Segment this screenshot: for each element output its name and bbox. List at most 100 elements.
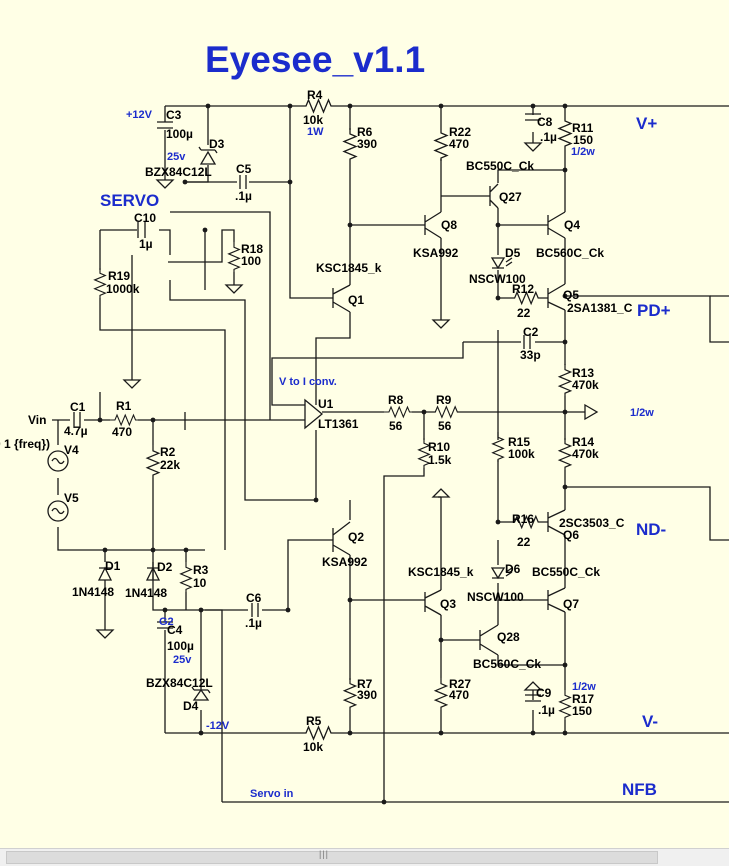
- value-r17: 150: [572, 704, 592, 718]
- value-d1: 1N4148: [72, 585, 114, 599]
- capacitor-c8[interactable]: [525, 113, 541, 121]
- resistor-r22[interactable]: [434, 126, 448, 162]
- resistor-r9[interactable]: [429, 406, 461, 418]
- value-d2: 1N4148: [125, 586, 167, 600]
- label-r2: R2: [160, 445, 176, 459]
- value-r27: 470: [449, 688, 469, 702]
- capacitor-c10[interactable]: [137, 222, 146, 238]
- annotation-minus12v: -12V: [206, 720, 230, 732]
- resistor-r14[interactable]: [558, 437, 572, 471]
- resistor-r27[interactable]: [434, 677, 448, 711]
- label-r9: R9: [436, 393, 452, 407]
- value-q6: 2SC3503_C: [559, 516, 625, 530]
- value-d3: BZX84C12L: [145, 165, 212, 179]
- resistor-r19[interactable]: [94, 267, 106, 299]
- transistor-q7[interactable]: [547, 587, 566, 613]
- transistor-q5[interactable]: [547, 283, 566, 311]
- value-r13: 470k: [572, 378, 599, 392]
- voltage-source-v5[interactable]: [47, 500, 69, 522]
- scrollbar-grip: |||: [319, 849, 330, 859]
- net-vplus: V+: [636, 114, 657, 133]
- resistor-r11[interactable]: [558, 114, 572, 150]
- value-c4: 100µ: [167, 639, 194, 653]
- scrollbar-thumb[interactable]: |||: [6, 849, 658, 864]
- label-r18: R18: [241, 242, 263, 256]
- resistor-r7[interactable]: [343, 677, 357, 711]
- transistor-q3[interactable]: [424, 589, 442, 616]
- zener-diode-d3[interactable]: [198, 146, 218, 165]
- value-c8: .1µ: [540, 130, 557, 144]
- resistor-r18[interactable]: [228, 241, 240, 273]
- label-r15: R15: [508, 435, 530, 449]
- value-q3: KSC1845_k: [408, 565, 474, 579]
- value-q2: KSA992: [322, 555, 368, 569]
- capacitor-c2[interactable]: [523, 335, 531, 349]
- resistor-r6[interactable]: [343, 127, 357, 163]
- label-r5: R5: [306, 714, 322, 728]
- transistor-q4[interactable]: [547, 211, 566, 239]
- label-r22: R22: [449, 125, 471, 139]
- voltage-source-v4[interactable]: [47, 450, 69, 472]
- capacitor-c1[interactable]: [73, 412, 81, 428]
- value-c10: 1µ: [139, 237, 153, 251]
- resistor-r1[interactable]: [109, 414, 139, 426]
- opamp-u1[interactable]: [304, 398, 324, 430]
- label-r6: R6: [357, 125, 373, 139]
- label-q2: Q2: [348, 530, 364, 544]
- horizontal-scrollbar[interactable]: |||: [0, 848, 729, 866]
- capacitor-c9[interactable]: [525, 694, 541, 702]
- label-r27: R27: [449, 677, 471, 691]
- transistor-q6[interactable]: [547, 509, 566, 536]
- net-servo: SERVO: [100, 191, 159, 210]
- label-c8: C8: [537, 115, 553, 129]
- led-d6[interactable]: [490, 567, 513, 580]
- value-r15: 100k: [508, 447, 535, 461]
- zener-diode-d4[interactable]: [191, 686, 211, 701]
- schematic-canvas[interactable]: Eyesee_v1.1: [0, 0, 729, 848]
- label-r4: R4: [307, 88, 323, 102]
- label-q8: Q8: [441, 218, 457, 232]
- net-pdplus: PD+: [637, 301, 671, 320]
- value-r6: 390: [357, 137, 377, 151]
- label-v4: V4: [64, 443, 79, 457]
- net-ndminus: ND-: [636, 520, 666, 539]
- annotation-freq: 0 1 {freq}): [0, 437, 50, 451]
- transistor-q2[interactable]: [332, 521, 351, 556]
- resistor-r2[interactable]: [146, 444, 160, 479]
- label-r13: R13: [572, 366, 594, 380]
- capacitor-c4[interactable]: [157, 621, 173, 629]
- component-labels: R4 10k 1W C3 100µ 25v D3 BZX84C12L C5 .1…: [64, 88, 633, 754]
- resistor-r8[interactable]: [383, 406, 413, 418]
- capacitor-c5[interactable]: [239, 175, 247, 189]
- label-q6: Q6: [563, 528, 579, 542]
- transistor-q27[interactable]: [489, 183, 499, 209]
- label-r14: R14: [572, 435, 594, 449]
- capacitor-c6[interactable]: [251, 603, 259, 617]
- value-c9: .1µ: [538, 703, 555, 717]
- value-q5: 2SA1381_C: [567, 301, 633, 315]
- transistor-q8[interactable]: [424, 211, 442, 239]
- transistor-q28[interactable]: [479, 624, 499, 656]
- label-d6: D6: [505, 562, 521, 576]
- label-r17: R17: [572, 692, 594, 706]
- label-r8: R8: [388, 393, 404, 407]
- value-q28: BC560C_Ck: [473, 657, 541, 671]
- led-d5[interactable]: [490, 257, 513, 270]
- value-q27: BC550C_Ck: [466, 159, 534, 173]
- resistor-r3[interactable]: [180, 561, 192, 593]
- label-q28: Q28: [497, 630, 520, 644]
- value-r14: 470k: [572, 447, 599, 461]
- diode-d1[interactable]: [97, 566, 113, 581]
- resistor-r15[interactable]: [492, 431, 504, 463]
- capacitor-c3[interactable]: [157, 121, 173, 129]
- resistor-r5[interactable]: [299, 726, 335, 740]
- resistor-r13[interactable]: [558, 363, 572, 397]
- annotation-vtoi: V to I conv.: [279, 376, 337, 388]
- diode-d2[interactable]: [145, 566, 161, 581]
- transistor-q1[interactable]: [332, 284, 351, 313]
- value-q8: KSA992: [413, 246, 459, 260]
- label-d3: D3: [209, 137, 225, 151]
- label-c10: C10: [134, 211, 156, 225]
- label-d5: D5: [505, 246, 521, 260]
- resistor-r17[interactable]: [559, 689, 571, 721]
